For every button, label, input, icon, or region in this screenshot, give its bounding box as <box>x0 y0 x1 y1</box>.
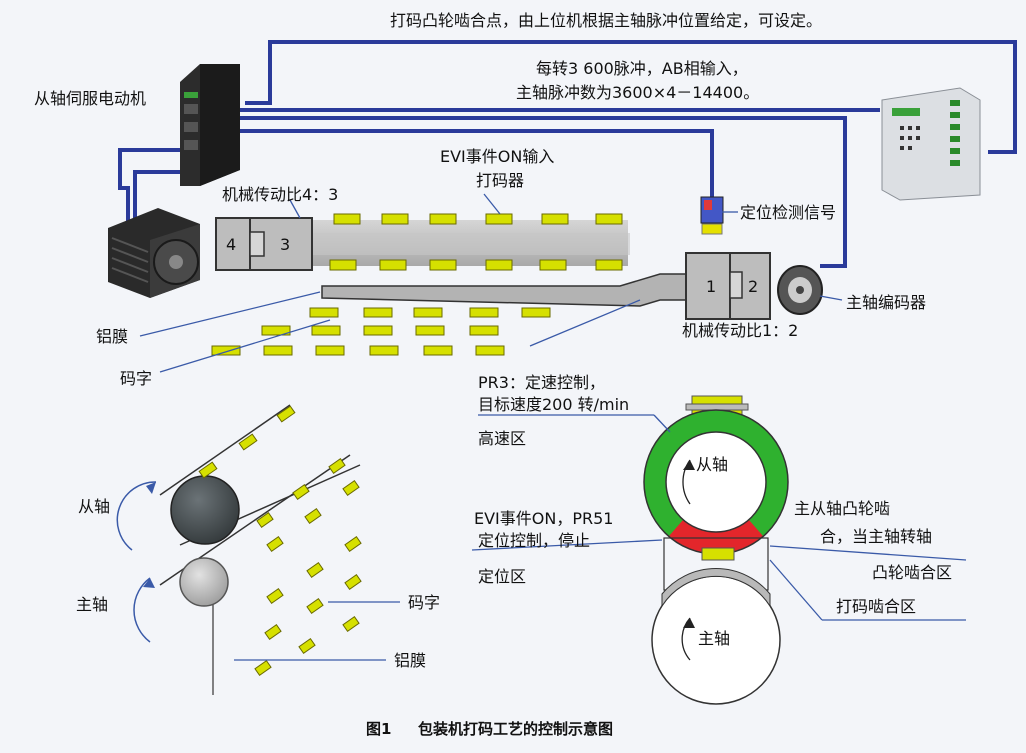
cable-sensor <box>228 129 714 198</box>
main-encoder <box>777 265 823 315</box>
label-evi-line2: 定位控制，停止 <box>478 531 590 550</box>
label-gear-ratio-left: 机械传动比4：3 <box>222 185 338 204</box>
label-cam-line2: 合，当主轴转轴 <box>820 527 932 546</box>
caption-prefix: 图1 <box>366 720 391 738</box>
code-marks-upper <box>329 213 623 271</box>
label-positioning-zone: 定位区 <box>478 567 526 586</box>
ring-diagram <box>643 395 789 705</box>
cable-motor-1 <box>118 148 198 225</box>
gear-number-4: 4 <box>226 235 236 254</box>
label-print-zone: 打码啮合区 <box>836 597 916 616</box>
label-main-shaft-circle: 主轴 <box>698 629 730 648</box>
code-marks-falling <box>211 307 551 356</box>
label-pulse-line2: 主轴脉冲数为3600×4－14400。 <box>516 83 759 102</box>
gear-box-right <box>685 252 771 320</box>
label-evi-line1: EVI事件ON，PR51 <box>474 509 613 528</box>
gear-number-2: 2 <box>748 277 758 296</box>
label-cam-zone: 凸轮啮合区 <box>872 563 952 582</box>
cable-top <box>245 40 1017 154</box>
label-slave-shaft-left: 从轴 <box>78 497 110 516</box>
label-position-signal: 定位检测信号 <box>740 203 836 222</box>
label-printer: 打码器 <box>476 171 524 190</box>
label-high-speed-zone: 高速区 <box>478 429 526 448</box>
mini-diagram <box>116 404 400 695</box>
servo-motor <box>108 208 200 298</box>
text-labels: 打码凸轮啮合点，由上位机根据主轴脉冲位置给定，可设定。 每转3 600脉冲，AB… <box>34 11 952 738</box>
label-foil-top: 铝膜 <box>96 327 128 346</box>
label-servo-motor: 从轴伺服电动机 <box>34 89 146 108</box>
label-code-bottom: 码字 <box>408 593 440 612</box>
caption-text: 包装机打码工艺的控制示意图 <box>418 720 613 738</box>
gear-number-3: 3 <box>280 235 290 254</box>
cable-motor-2 <box>133 170 198 225</box>
gear-box-left <box>215 217 313 271</box>
label-pr3-line2: 目标速度200 转/min <box>478 395 629 414</box>
label-main-encoder: 主轴编码器 <box>846 293 926 312</box>
position-sensor <box>700 196 724 235</box>
label-evi-input: EVI事件ON输入 <box>440 147 554 166</box>
leader-lines-ring <box>471 414 967 621</box>
plc-controller <box>881 87 981 201</box>
label-pulse-line1: 每转3 600脉冲，AB相输入， <box>536 59 748 78</box>
label-pr3-line1: PR3：定速控制， <box>478 373 605 392</box>
label-gear-ratio-right: 机械传动比1：2 <box>682 321 798 340</box>
belt-lower <box>321 273 701 307</box>
label-code-top: 码字 <box>120 369 152 388</box>
leader-lines-top <box>139 193 843 373</box>
label-foil-bottom: 铝膜 <box>394 651 426 670</box>
cables <box>118 40 1017 268</box>
label-cam-line1: 主从轴凸轮啮 <box>794 499 890 518</box>
label-top-note: 打码凸轮啮合点，由上位机根据主轴脉冲位置给定，可设定。 <box>390 11 822 30</box>
gear-number-1: 1 <box>706 277 716 296</box>
label-main-shaft-left: 主轴 <box>76 595 108 614</box>
cable-encoder <box>228 116 847 268</box>
label-slave-shaft-circle: 从轴 <box>696 455 728 474</box>
servo-drive <box>180 64 240 186</box>
